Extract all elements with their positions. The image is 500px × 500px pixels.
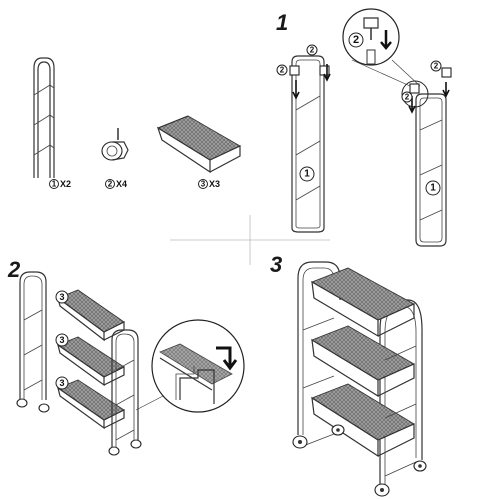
callout-number: 3 <box>59 335 64 345</box>
caster-wheel-icon <box>101 128 129 161</box>
part-number-circle <box>198 179 208 189</box>
part-quantity: X4 <box>116 179 127 189</box>
basket-top <box>311 267 415 338</box>
step-number: 3 <box>270 252 282 277</box>
callout-number: 1 <box>430 183 436 194</box>
callout-number: 2 <box>405 93 410 102</box>
callout-number: 1 <box>304 169 310 180</box>
part-number: 1 <box>52 180 57 189</box>
side-frame-left: 1 2 2 <box>276 44 331 233</box>
side-frame-left <box>16 271 50 413</box>
side-frame-right: 1 2 2 <box>401 60 452 247</box>
step-number: 2 <box>7 257 21 282</box>
caster-wheels <box>292 424 427 497</box>
side-frame-icon <box>33 57 55 178</box>
basket-middle <box>311 325 415 398</box>
part-number: 2 <box>108 180 113 189</box>
assembled-cart <box>292 261 427 497</box>
callout-number: 2 <box>280 66 285 75</box>
step-3: 3 <box>270 252 427 497</box>
zoom-detail: 2 <box>342 8 421 87</box>
basket-middle: 3 <box>55 333 125 387</box>
part-quantity: X2 <box>60 179 71 189</box>
side-frame-part: 1 X2 <box>33 57 71 189</box>
basket-top: 3 <box>55 289 125 342</box>
callout-number: 2 <box>353 34 359 46</box>
zoom-detail <box>135 319 245 413</box>
callout-number: 3 <box>59 378 64 388</box>
parts-list: 1 X2 2 X4 3 X3 <box>33 57 241 189</box>
part-number: 3 <box>201 180 206 189</box>
quadrant-divider <box>170 215 330 265</box>
basket-bottom <box>311 383 415 458</box>
part-quantity: X3 <box>209 179 220 189</box>
callout-number: 2 <box>310 46 315 55</box>
part-number-circle <box>105 179 115 189</box>
basket-bottom: 3 <box>55 376 125 430</box>
side-frame-right <box>108 329 142 456</box>
step-number: 1 <box>276 10 288 35</box>
callout-circle <box>299 166 315 182</box>
callout-circle <box>425 180 441 196</box>
part-number-circle <box>49 179 59 189</box>
step-2: 2 3 3 3 <box>7 257 245 456</box>
callout-number: 2 <box>434 62 439 71</box>
caster-wheel-part: 2 X4 <box>101 128 129 189</box>
step-1: 1 2 1 2 2 <box>276 8 452 247</box>
callout-number: 3 <box>59 292 64 302</box>
mesh-basket-part: 3 X3 <box>156 115 241 189</box>
mesh-basket-icon <box>156 115 241 174</box>
